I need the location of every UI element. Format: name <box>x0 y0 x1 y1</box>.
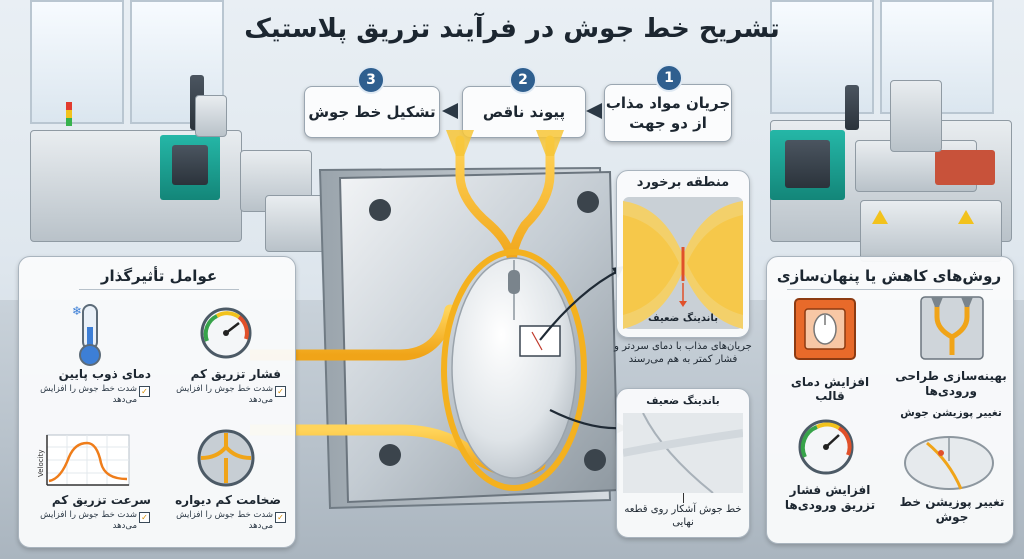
step-1-box: جریان مواد مذاب از دو جهت <box>604 84 732 142</box>
wall-thickness-icon <box>197 429 255 487</box>
method-1-label: افزایش دمای قالب <box>790 375 870 403</box>
check-icon: ✓ <box>275 386 286 397</box>
arrow-left-icon <box>586 103 602 119</box>
method-3-label: افزایش فشار تزریق ورودی‌ها <box>784 483 876 512</box>
pressure-gauge-icon <box>798 419 854 475</box>
step-2-label: پیوند ناقص <box>482 103 566 121</box>
step-2-box: پیوند ناقص <box>462 86 586 138</box>
methods-title: روش‌های کاهش یا پنهان‌سازی <box>776 267 1002 285</box>
method-4-label: تغییر پوزیشن خط جوش <box>899 495 1005 524</box>
mold-illustration <box>250 130 628 510</box>
step-3-label: تشکیل خط جوش <box>308 103 436 121</box>
factor-1-label: دمای ذوب پایین <box>58 367 151 381</box>
weak-bond-label: باندینگ ضعیف <box>648 313 718 324</box>
mold-heating-icon <box>794 298 856 360</box>
factor-4-note: شدت خط جوش را افزایش می‌دهد <box>176 510 273 531</box>
mouse-part <box>451 257 577 479</box>
factor-2-note: شدت خط جوش را افزایش می‌دهد <box>176 384 273 405</box>
weak-bond-caption: خط جوش آشکار روی قطعه نهایی <box>624 504 742 528</box>
weak-bond-panel: باندینگ ضعیف خط جوش آشکار روی قطعه نهایی <box>616 388 750 538</box>
collision-title: منطقه برخورد <box>636 175 730 190</box>
factor-3-note: شدت خط جوش را افزایش می‌دهد <box>40 510 137 531</box>
mouse-weldline-icon <box>904 436 994 490</box>
method-extra-label: تغییر پوزیشن جوش <box>900 407 1002 419</box>
factor-2-label: فشار تزریق کم <box>190 367 281 381</box>
check-icon: ✓ <box>139 512 150 523</box>
window <box>30 0 124 124</box>
weld-line-closeup <box>623 413 743 493</box>
weak-bond-title: باندینگ ضعیف <box>646 395 720 407</box>
method-2-label: بهینه‌سازی طراحی ورودی‌ها <box>895 369 1007 398</box>
factor-1-note: شدت خط جوش را افزایش می‌دهد <box>40 384 137 405</box>
factors-panel: عوامل تأثیرگذار ❄ دمای ذوب پایین ✓ شدت خ… <box>18 256 296 548</box>
factors-title: عوامل تأثیرگذار <box>100 267 218 285</box>
window <box>130 0 224 124</box>
step-2-number: 2 <box>509 66 537 94</box>
arrow-left-icon <box>442 103 458 119</box>
step-1-number: 1 <box>655 64 683 92</box>
methods-panel: روش‌های کاهش یا پنهان‌سازی افزایش دمای ق… <box>766 256 1014 544</box>
check-icon: ✓ <box>275 512 286 523</box>
thermometer-icon: ❄ <box>72 304 101 366</box>
gate-design-icon <box>920 296 984 360</box>
check-icon: ✓ <box>139 386 150 397</box>
step-3-number: 3 <box>357 66 385 94</box>
factor-4-label: ضخامت کم دیواره <box>175 493 281 507</box>
page-title: تشریح خط جوش در فرآیند تزریق پلاستیک <box>244 14 780 44</box>
pressure-gauge-icon <box>200 307 252 359</box>
collision-zone-diagram <box>623 197 743 329</box>
velocity-graph-icon: Velocity <box>37 434 130 486</box>
factor-3-label: سرعت تزریق کم <box>51 493 151 507</box>
step-1-label: جریان مواد مذاب از دو جهت <box>605 94 731 132</box>
collision-caption: جریان‌های مذاب با دمای سردتر و فشار کمتر… <box>614 341 752 365</box>
collision-zone-panel: منطقه برخورد باندینگ ضعیف <box>616 170 750 338</box>
svg-text:❄: ❄ <box>72 304 82 318</box>
graph-axis-label: Velocity <box>37 450 45 477</box>
